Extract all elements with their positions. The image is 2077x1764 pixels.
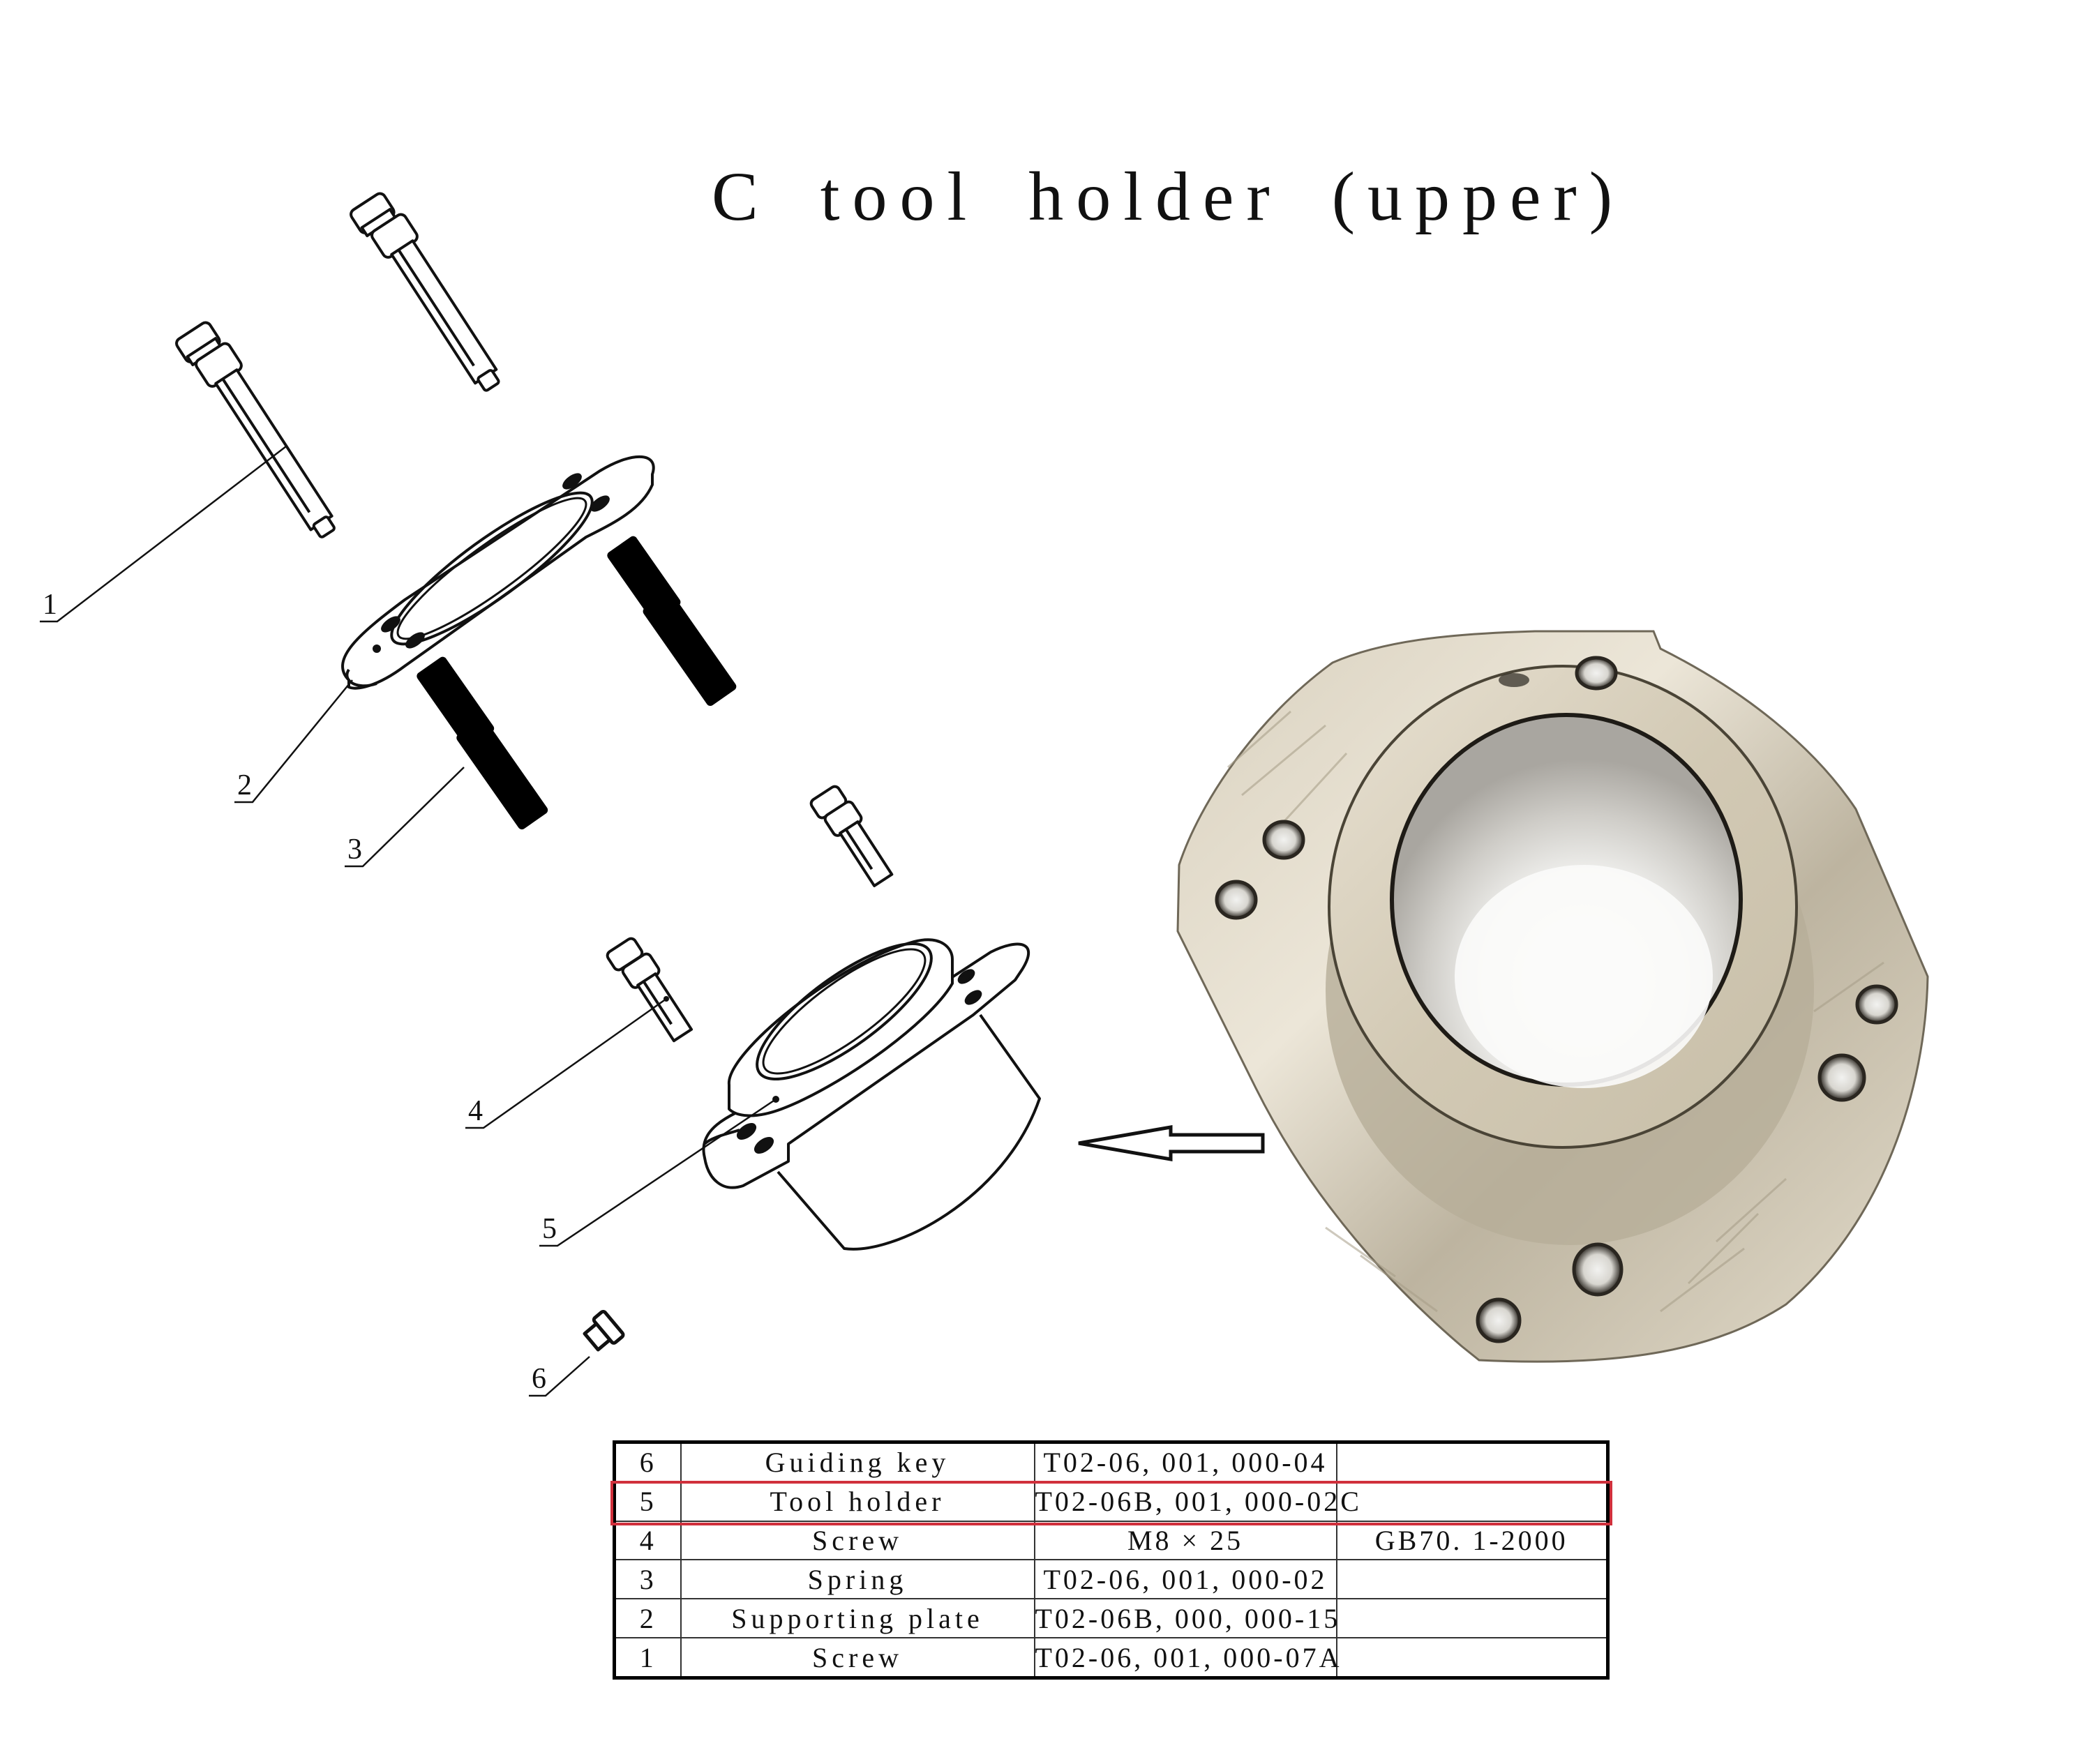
mounting-hole (1817, 1053, 1866, 1102)
leader-lines (40, 446, 777, 1397)
mounting-hole (1476, 1297, 1522, 1343)
callout-label-3: 3 (347, 834, 362, 866)
part-name: Guiding key (680, 1441, 1035, 1483)
arrow-left-icon (1078, 1125, 1265, 1161)
leader-line-1 (40, 446, 287, 623)
table-row: 5 Tool holder T02-06B, 001, 000-02C (613, 1481, 1609, 1522)
part-code: T02-06, 001, 000-02 (1033, 1559, 1337, 1600)
parts-list-table: 6 Guiding key T02-06, 001, 000-04 5 Tool… (613, 1440, 1610, 1680)
callout-label-1: 1 (43, 589, 57, 621)
part-standard: GB70. 1-2000 (1335, 1520, 1609, 1561)
leader-line-4 (465, 997, 667, 1129)
part-name: Tool holder (680, 1481, 1035, 1522)
mounting-hole (1855, 984, 1898, 1025)
drawing-title: C tool holder (upper) (712, 158, 1626, 235)
tool-holder-photo (1176, 630, 1929, 1363)
leader-line-3 (345, 767, 465, 868)
part-code: M8 × 25 (1033, 1520, 1337, 1561)
callout-label-5: 5 (542, 1213, 557, 1245)
leader-line-2 (234, 679, 353, 804)
part-name: Supporting plate (680, 1598, 1035, 1639)
mounting-hole (1262, 820, 1305, 860)
callout-label-4: 4 (468, 1095, 483, 1127)
mounting-hole (1215, 880, 1258, 920)
part-number: 5 (613, 1481, 682, 1522)
tool-holder-part-5 (702, 938, 1041, 1251)
part-number: 4 (613, 1520, 682, 1561)
callout-label-2: 2 (237, 769, 252, 801)
guiding-key-part-6 (583, 1310, 625, 1352)
part-number: 3 (613, 1559, 682, 1600)
table-row: 1 Screw T02-06, 001, 000-07A (613, 1637, 1609, 1679)
part-standard (1335, 1559, 1609, 1600)
callout-label-6: 6 (532, 1363, 546, 1395)
part-standard (1335, 1481, 1609, 1522)
table-row: 6 Guiding key T02-06, 001, 000-04 (613, 1441, 1609, 1483)
part-code: T02-06B, 001, 000-02C (1033, 1481, 1359, 1522)
table-row: 2 Supporting plate T02-06B, 000, 000-15 (613, 1598, 1609, 1639)
supporting-plate-part-2 (341, 455, 655, 690)
mounting-hole (1572, 1242, 1624, 1297)
part-code: T02-06, 001, 000-07A (1033, 1637, 1339, 1679)
spring-part-3-left (417, 656, 548, 830)
part-number: 6 (613, 1441, 682, 1483)
spring-part-3-right (607, 536, 737, 707)
leader-line-5 (539, 1098, 777, 1247)
table-row: 3 Spring T02-06, 001, 000-02 (613, 1559, 1609, 1600)
part-code: T02-06B, 000, 000-15 (1033, 1598, 1337, 1639)
screw-part-1-lower (175, 321, 336, 538)
part-name: Screw (680, 1520, 1035, 1561)
table-row: 4 Screw M8 × 25 GB70. 1-2000 (613, 1520, 1609, 1561)
part-code: T02-06, 001, 000-04 (1033, 1441, 1337, 1483)
part-standard (1335, 1598, 1609, 1639)
mounting-hole (1575, 656, 1618, 691)
leader-line-6 (529, 1356, 590, 1397)
part-number: 2 (613, 1598, 682, 1639)
screw-part-4-lower (606, 937, 693, 1043)
screw-part-1-upper (350, 192, 500, 392)
part-number: 1 (613, 1637, 682, 1679)
part-standard (1335, 1441, 1609, 1483)
part-standard (1335, 1637, 1609, 1679)
part-name: Screw (680, 1637, 1035, 1679)
screw-part-4-upper (809, 785, 894, 887)
part-name: Spring (680, 1559, 1035, 1600)
